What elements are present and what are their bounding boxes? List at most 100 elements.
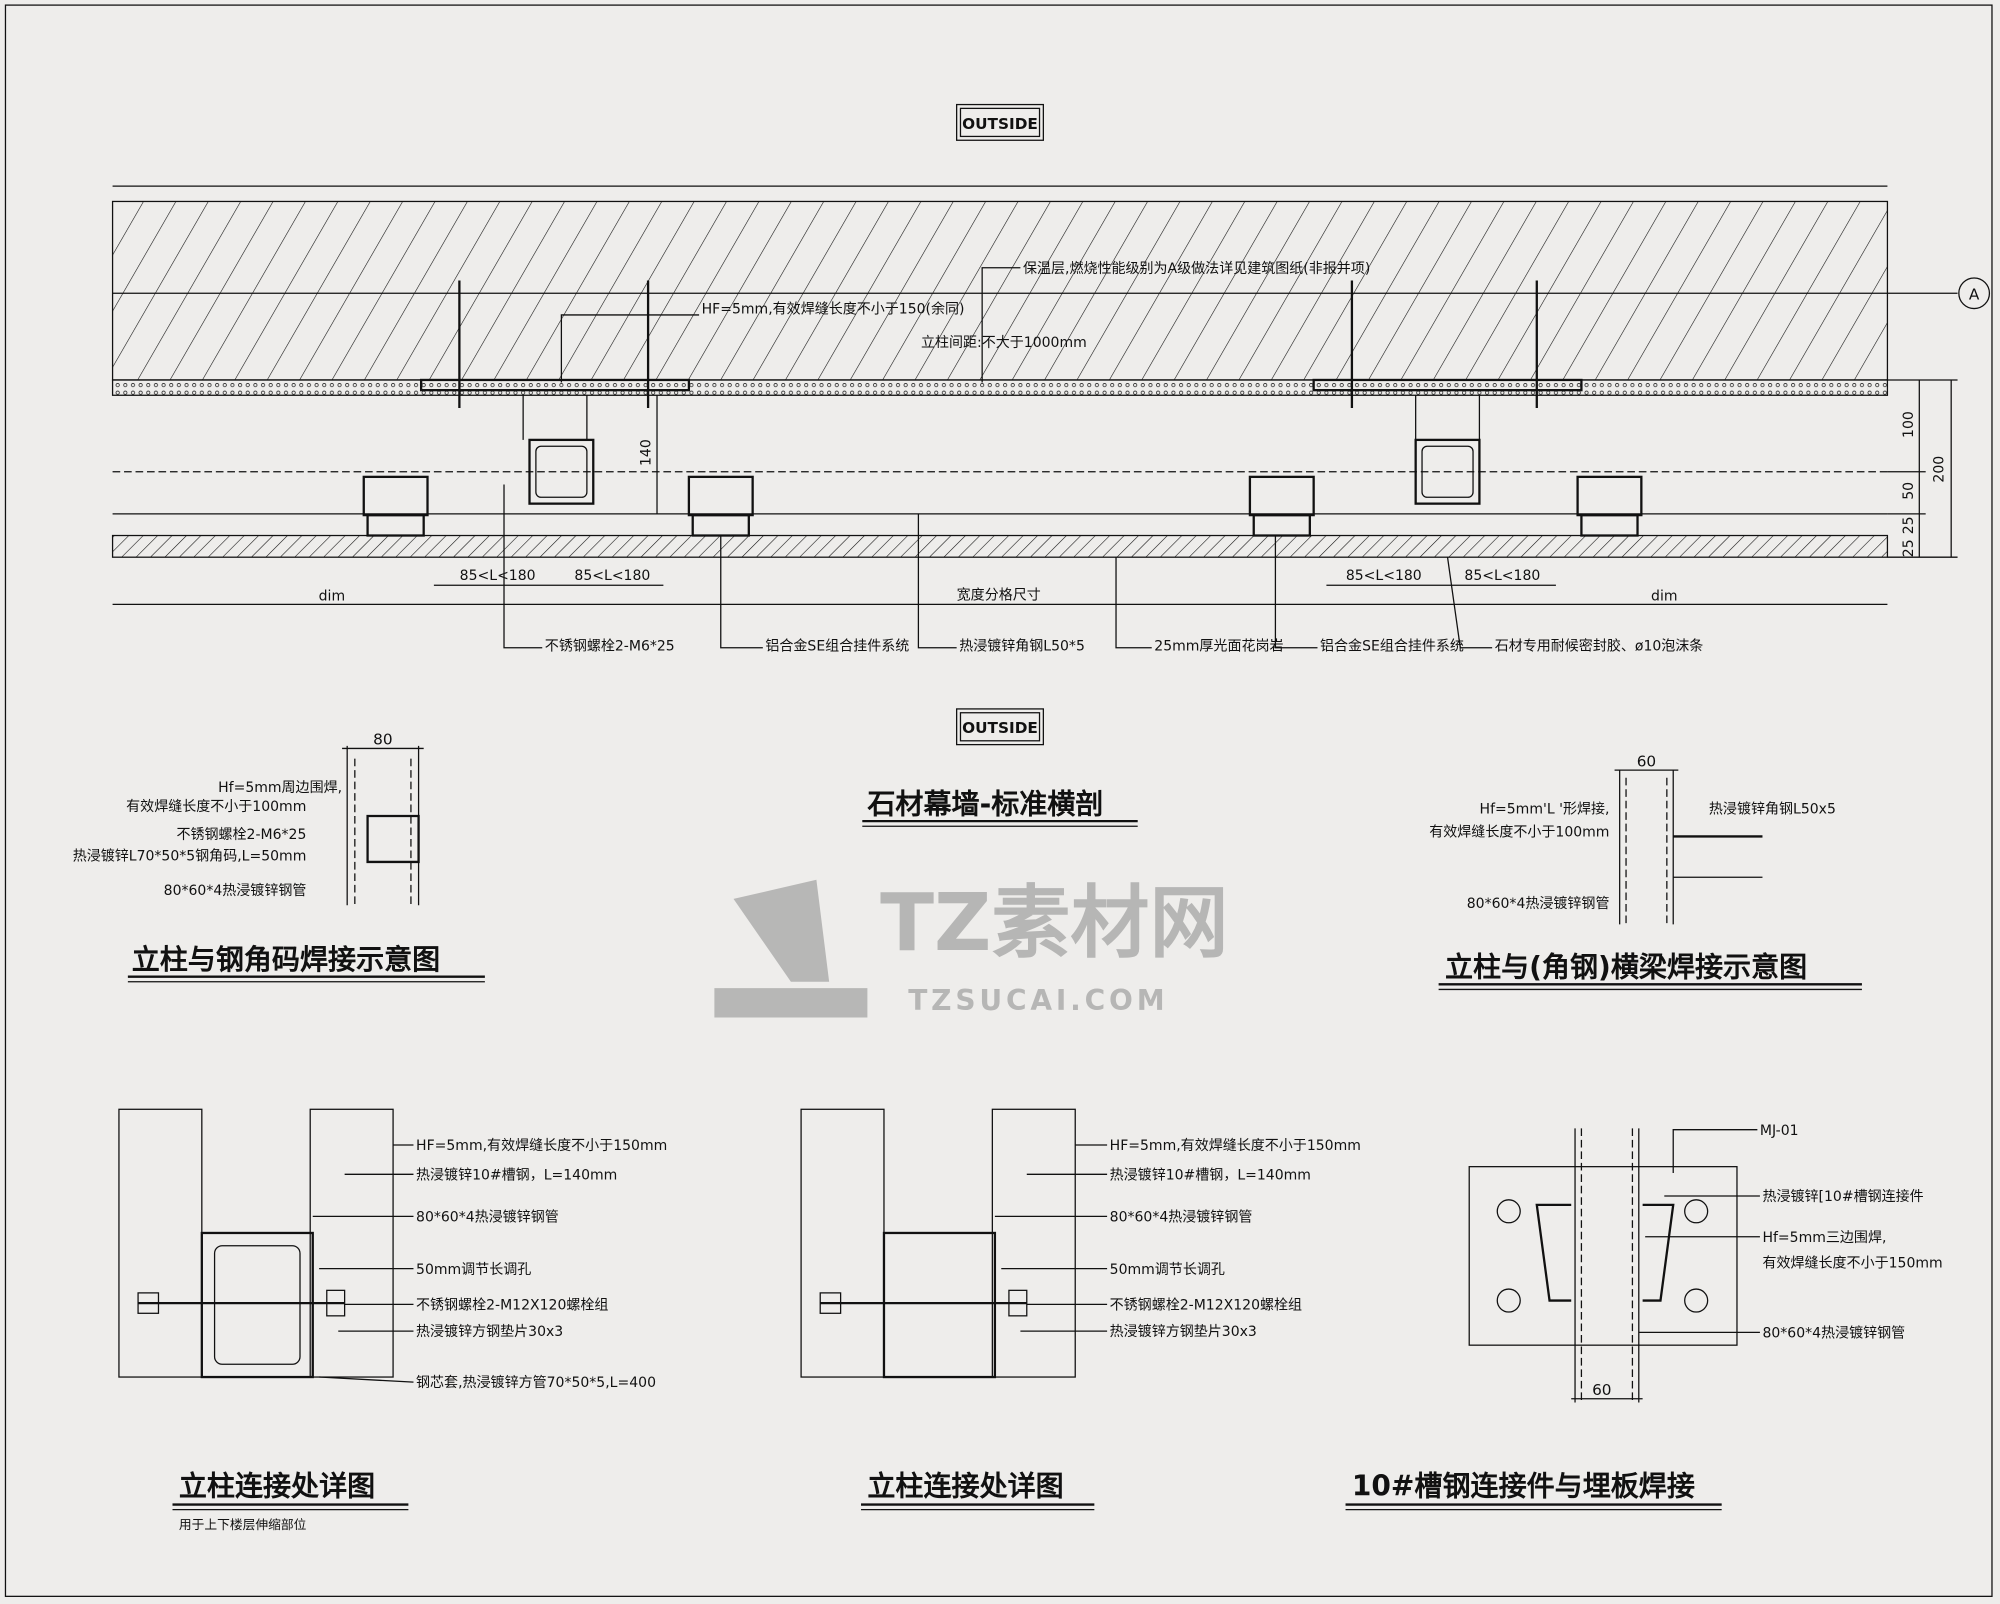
drawing-label: 立柱与钢角码焊接示意图	[132, 943, 441, 976]
drawing-linework	[118, 1108, 203, 1378]
drawing-linework	[1684, 1199, 1709, 1224]
watermark-brand: TZ素材网	[880, 877, 1228, 969]
drawing-label: 有效焊缝长度不小于100mm	[126, 799, 306, 815]
drawing-linework	[1672, 1129, 1758, 1174]
drawing-label: 80	[373, 731, 392, 749]
drawing-label: MJ-01	[1760, 1123, 1799, 1139]
drawing-linework	[1274, 535, 1318, 649]
drawing-linework	[959, 712, 1041, 742]
spacing-note: 立柱间距:不大于1000mm	[921, 335, 1087, 351]
drawing-label: OUTSIDE	[962, 719, 1038, 737]
drawing-linework	[1496, 1129, 1760, 1400]
drawing-linework	[687, 475, 754, 517]
detail-joint-2: HF=5mm,有效焊缝长度不小于150mm 热浸镀锌10#槽钢，L=140mm …	[800, 1108, 1361, 1511]
drawing-linework	[1115, 557, 1152, 649]
insulation-layer	[111, 379, 1889, 396]
drawing-linework	[1421, 445, 1474, 498]
drawing-linework	[1496, 1199, 1521, 1224]
drawing-linework	[326, 1289, 346, 1317]
drawing-label: HF=5mm,有效焊缝长度不小于150mm	[1110, 1138, 1361, 1154]
drawing-linework	[1252, 513, 1311, 537]
drawing-linework	[994, 1144, 1108, 1332]
callout-se-bracket: 铝合金SE组合挂件系统	[1320, 638, 1464, 654]
drawing-label: 85<L<180	[1346, 568, 1422, 584]
sheet-border	[4, 4, 1993, 1597]
detail-angle-weld: 80 Hf=5mm周边围焊, 有效焊缝长度不小于100mm 不锈钢螺栓2-M6*…	[73, 731, 485, 983]
drawing-label: 25	[1901, 539, 1917, 557]
drawing-label: 立柱与(角钢)横梁焊接示意图	[1445, 951, 1807, 984]
watermark-logo-icon	[714, 879, 868, 1018]
drawing-label: 不锈钢螺栓2-M6*25	[176, 827, 306, 843]
drawing-linework	[1468, 1166, 1738, 1346]
drawing-linework	[720, 535, 763, 649]
outside-tag-bottom: OUTSIDE	[956, 708, 1044, 746]
drawing-linework	[528, 438, 595, 505]
drawing-label: 80*60*4热浸镀锌钢管	[1762, 1325, 1905, 1342]
drawing-label: 热浸镀锌[10#槽钢连接件	[1762, 1188, 1923, 1205]
axis-bubble	[1958, 277, 1991, 310]
drawing-linework	[560, 314, 700, 383]
drawing-linework	[917, 513, 957, 649]
drawing-linework	[213, 1245, 301, 1365]
drawing-label: 80*60*4热浸镀锌钢管	[1467, 895, 1610, 912]
drawing-label: 热浸镀锌10#槽钢，L=140mm	[416, 1166, 617, 1183]
drawing-label: Hf=5mm周边围焊,	[218, 780, 342, 796]
detail-beam-weld: 60 Hf=5mm'L '形焊接, 有效焊缝长度不小于100mm 80*60*4…	[1429, 752, 1862, 991]
vertical-dimensions	[656, 379, 1958, 558]
drawing-label: 立柱连接处详图	[867, 1470, 1063, 1503]
detail-joint-1: HF=5mm,有效焊缝长度不小于150mm 热浸镀锌10#槽钢，L=140mm …	[118, 1108, 667, 1533]
drawing-label: 80*60*4热浸镀锌钢管	[1110, 1208, 1253, 1225]
drawing-label: Hf=5mm三边围焊,	[1762, 1230, 1886, 1246]
steel-column	[522, 395, 595, 505]
drawing-linework	[366, 513, 425, 537]
drawing-label: 有效焊缝长度不小于100mm	[1429, 824, 1609, 840]
drawing-label: 不锈钢螺栓2-M12X120螺栓组	[416, 1297, 608, 1313]
main-section-title: 石材幕墙-标准横剖	[866, 787, 1103, 820]
embed-plate	[419, 378, 691, 392]
drawing-label: 宽度分格尺寸	[957, 586, 1041, 603]
main-section: A 100 50 25 25 200 140 保温层,燃烧性能级别为A级做法详见…	[111, 185, 1991, 827]
callout-angle-steel: 热浸镀锌角钢L50*5	[959, 637, 1085, 654]
drawing-linework	[1248, 475, 1315, 517]
drawing-label: dim	[1651, 589, 1677, 605]
drawing-linework	[991, 1108, 1076, 1378]
drawing-label: 热浸镀锌角钢L50x5	[1709, 800, 1836, 817]
drawing-label: 热浸镀锌方钢垫片30x3	[1110, 1323, 1257, 1340]
drawing-linework	[882, 1231, 997, 1379]
drawing-label: 热浸镀锌方钢垫片30x3	[416, 1323, 563, 1340]
drawing-label: 热浸镀锌L70*50*5钢角码,L=50mm	[73, 848, 307, 865]
drawing-linework	[1008, 1289, 1028, 1317]
callout-se-bracket: 铝合金SE组合挂件系统	[765, 638, 909, 654]
drawing-label: 85<L<180	[460, 568, 536, 584]
drawing-linework	[1414, 438, 1481, 505]
drawing-linework	[1576, 475, 1643, 517]
drawing-linework	[1535, 1203, 1572, 1302]
drawing-linework	[312, 1144, 414, 1383]
drawing-label: 80*60*4热浸镀锌钢管	[416, 1208, 559, 1225]
concrete-wall	[111, 200, 1889, 381]
drawing-linework	[981, 267, 1021, 383]
drawing-linework	[503, 484, 543, 649]
drawing-label: 60	[1592, 1381, 1611, 1399]
drawing-label: 有效焊缝长度不小于150mm	[1762, 1255, 1942, 1271]
drawing-linework	[362, 475, 429, 517]
drawing-linework	[1642, 1203, 1675, 1302]
drawing-label: 用于上下楼层伸缩部位	[179, 1517, 307, 1533]
drawing-label: 200	[1932, 456, 1948, 483]
watermark-url: TZSUCAI.COM	[908, 984, 1168, 1017]
anchor-bolts	[458, 280, 1538, 409]
drawing-linework	[535, 445, 588, 498]
drawing-label: OUTSIDE	[962, 115, 1038, 133]
drawing-linework	[956, 103, 1044, 141]
callout-sealant: 石材专用耐候密封胶、ø10泡沫条	[1495, 637, 1704, 654]
drawing-label: 80*60*4热浸镀锌钢管	[164, 882, 307, 899]
drawing-linework	[800, 1108, 885, 1378]
drawing-label: 85<L<180	[574, 568, 650, 584]
drawing-label: Hf=5mm'L '形焊接,	[1480, 800, 1610, 817]
drawing-linework	[366, 814, 420, 864]
drawing-linework	[200, 1231, 314, 1379]
callout-bolt: 不锈钢螺栓2-M6*25	[545, 638, 675, 654]
axis-label: A	[1969, 286, 1980, 304]
